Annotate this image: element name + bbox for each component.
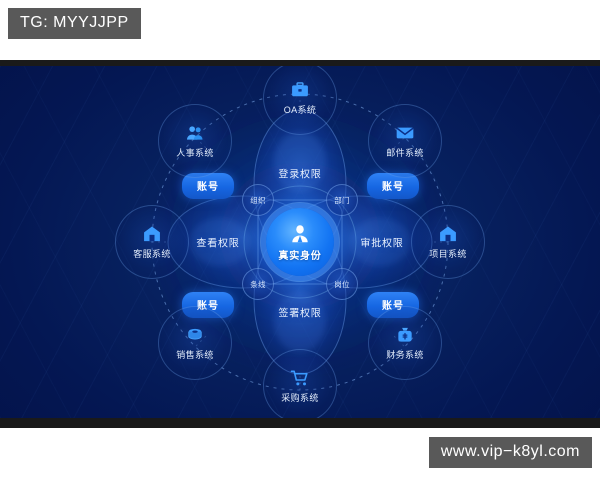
account-pill-label: 账号 [382,301,404,312]
attribute-label: 条线 [250,279,266,289]
diagram-canvas: 真实身份 组织 部门 条线 岗位 登录权限 审批权限 签署权限 查看权限 账号 … [0,66,600,418]
permission-label-login: 登录权限 [278,169,322,181]
attribute-label: 部门 [334,195,350,205]
attribute-node-department[interactable]: 部门 [326,184,358,216]
account-pill-upper-right[interactable]: 账号 [367,173,419,199]
attribute-label: 岗位 [334,279,350,289]
account-pill-lower-right[interactable]: 账号 [367,292,419,318]
attribute-node-position[interactable]: 岗位 [326,268,358,300]
account-pill-lower-left[interactable]: 账号 [182,292,234,318]
user-icon [292,224,308,242]
diagram-figure: 真实身份 组织 部门 条线 岗位 登录权限 审批权限 签署权限 查看权限 账号 … [0,60,600,428]
account-pill-label: 账号 [197,182,219,193]
account-pill-label: 账号 [382,182,404,193]
attribute-label: 组织 [250,195,266,205]
attribute-node-line[interactable]: 条线 [242,268,274,300]
attribute-node-organization[interactable]: 组织 [242,184,274,216]
lobe-highlights [190,132,410,352]
permission-label-signing: 签署权限 [278,308,322,320]
account-pill-label: 账号 [197,301,219,312]
core-label: 真实身份 [278,250,322,262]
attribute-link-frame [257,199,343,285]
tg-watermark-badge: TG: MYYJJPP [8,8,141,39]
site-watermark-badge: www.vip−k8yl.com [428,437,592,468]
permission-label-view: 查看权限 [196,238,240,250]
account-pill-upper-left[interactable]: 账号 [182,173,234,199]
core-identity-node[interactable]: 真实身份 [266,208,334,276]
permission-label-approval: 审批权限 [360,238,404,250]
